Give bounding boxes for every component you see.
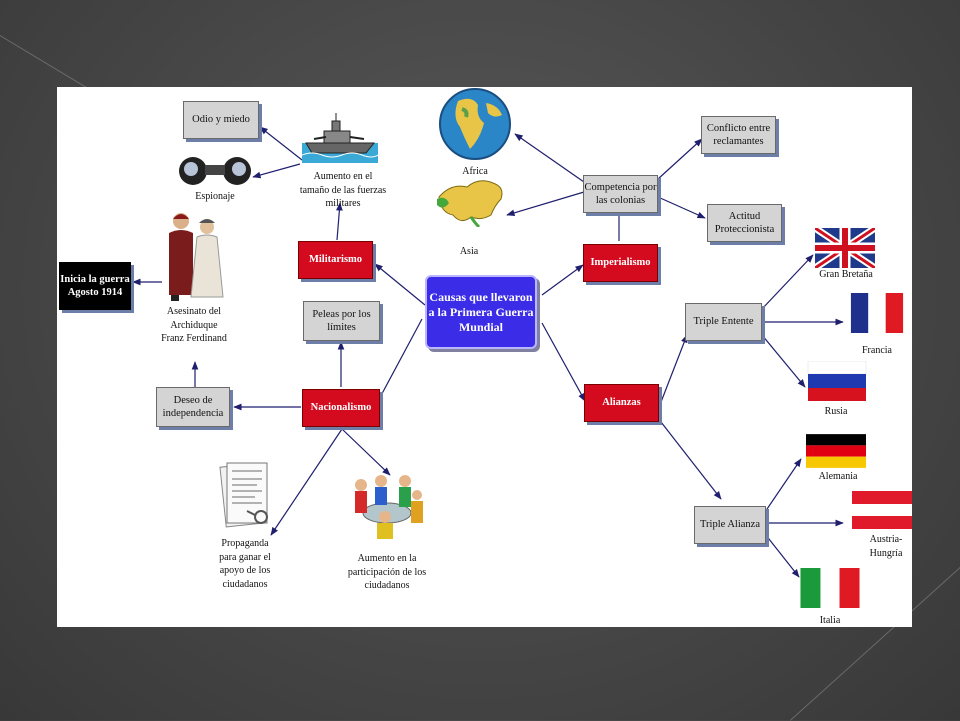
- node-peleas-por-los-limites[interactable]: Peleas por los límites: [303, 301, 380, 341]
- node-deseo-label: Deseo de independencia: [162, 394, 224, 419]
- node-inicia-la-guerra[interactable]: Inicia la guerra Agosto 1914: [59, 262, 131, 310]
- node-deseo-de-independencia[interactable]: Deseo de independencia: [156, 387, 230, 427]
- globe-icon: [439, 88, 511, 160]
- label-africa: Africa: [462, 166, 488, 177]
- label-aumento-fuerzas: Aumento en el tamaño de las fuerzas mili…: [299, 171, 387, 209]
- node-alianzas-label: Alianzas: [602, 397, 641, 409]
- node-actitud-proteccionista[interactable]: Actitud Proteccionista: [707, 204, 782, 242]
- node-triple-entente-label: Triple Entente: [693, 316, 754, 328]
- russia-flag-icon: [807, 361, 867, 401]
- node-competencia-label: Competencia por las colonias: [584, 181, 657, 206]
- uk-flag-icon: [815, 228, 875, 268]
- node-nacionalismo-label: Nacionalismo: [310, 402, 372, 414]
- node-peleas-label: Peleas por los límites: [312, 308, 371, 333]
- node-actitud-label: Actitud Proteccionista: [714, 210, 775, 235]
- node-odio-y-miedo[interactable]: Odio y miedo: [183, 101, 259, 139]
- label-asia: Asia: [459, 246, 479, 257]
- node-triple-alianza[interactable]: Triple Alianza: [694, 506, 766, 544]
- central-topic-text: Causas que llevaron a la Primera Guerra …: [428, 289, 534, 334]
- node-conflicto-reclamantes[interactable]: Conflicto entre reclamantes: [701, 116, 776, 154]
- germany-flag-icon: [806, 434, 866, 468]
- battleship-icon: [302, 113, 378, 163]
- people-meeting-icon: [355, 475, 423, 539]
- italy-flag-icon: [800, 568, 860, 608]
- node-triple-alianza-label: Triple Alianza: [700, 519, 760, 531]
- node-competencia-colonias[interactable]: Competencia por las colonias: [583, 175, 658, 213]
- node-odio-label: Odio y miedo: [192, 114, 250, 126]
- asia-map-icon: [437, 180, 503, 227]
- node-alianzas[interactable]: Alianzas: [584, 384, 659, 422]
- node-conflicto-label: Conflicto entre reclamantes: [706, 122, 771, 147]
- concept-map-canvas: Causas que llevaron a la Primera Guerra …: [57, 87, 912, 627]
- node-imperialismo[interactable]: Imperialismo: [583, 244, 658, 282]
- label-asesinato: Asesinato del Archiduque Franz Ferdinand: [161, 306, 227, 344]
- node-imperialismo-label: Imperialismo: [590, 257, 651, 269]
- label-alemania: Alemania: [818, 471, 858, 482]
- label-gran-bretana: Gran Bretaña: [819, 269, 873, 280]
- archduke-couple-icon: [169, 213, 224, 301]
- central-topic[interactable]: Causas que llevaron a la Primera Guerra …: [425, 275, 537, 349]
- label-participacion: Aumento en la participación de los ciuda…: [347, 553, 427, 591]
- label-propaganda: Propaganda para ganar el apoyo de los ci…: [219, 538, 271, 590]
- node-militarismo-label: Militarismo: [308, 254, 363, 266]
- label-rusia: Rusia: [824, 406, 848, 417]
- newspaper-icon: [219, 462, 268, 528]
- label-espionaje: Espionaje: [195, 191, 235, 202]
- france-flag-icon: [850, 293, 904, 333]
- label-austria-hungria: Austria-Hungría: [869, 534, 903, 559]
- node-inicia-label: Inicia la guerra Agosto 1914: [60, 273, 130, 298]
- binoculars-icon: [179, 157, 251, 185]
- node-nacionalismo[interactable]: Nacionalismo: [302, 389, 380, 427]
- node-militarismo[interactable]: Militarismo: [298, 241, 373, 279]
- austria-hungary-flag-icon: [852, 491, 912, 529]
- node-triple-entente[interactable]: Triple Entente: [685, 303, 762, 341]
- label-francia: Francia: [862, 345, 892, 356]
- label-italia: Italia: [819, 615, 841, 626]
